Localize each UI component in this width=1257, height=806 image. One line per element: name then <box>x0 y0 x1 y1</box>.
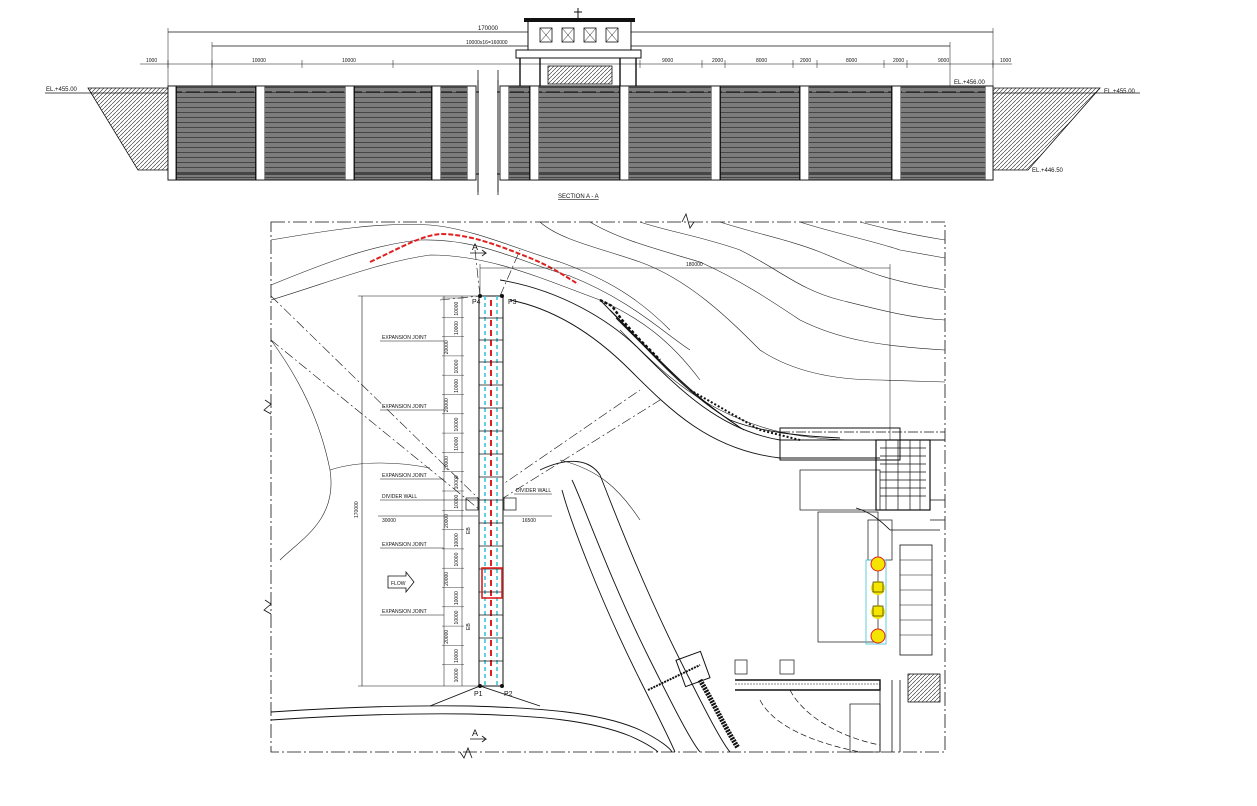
bay-dimension: 10000 <box>454 649 460 663</box>
right-abutment <box>992 87 1101 171</box>
bay-dimension: 10000 <box>454 359 460 373</box>
dim-right-7: 9000 <box>938 58 949 64</box>
el-right-top: EL.+456.00 <box>954 80 986 86</box>
barrage-body-left <box>167 85 477 181</box>
bay-dimension: 10000 <box>454 668 460 682</box>
powerhouse-area <box>734 427 945 753</box>
top-dimension: 180000 <box>686 262 703 268</box>
expansion-joint-5: EXPANSION JOINT <box>382 609 427 615</box>
left-offset: 30000 <box>382 518 396 524</box>
dim-left-2: 10000 <box>252 58 266 64</box>
bay-dimension: 10000 <box>454 302 460 316</box>
piers <box>167 85 994 181</box>
overall-dimension: 170000 <box>478 26 499 32</box>
bay-dimension: 10000 <box>454 417 460 431</box>
point-p1: P1 <box>474 691 483 698</box>
bay-dimensions: 10000 10000 20000 10000 10000 20000 10000 10000… <box>442 297 464 682</box>
right-offset: 16500 <box>522 518 536 524</box>
flow-arrow: FLOW <box>387 570 415 594</box>
bay-dimension: 10000 <box>454 610 460 624</box>
point-p3: P3 <box>508 299 517 306</box>
section-title: SECTION A - A <box>558 194 599 200</box>
dim-right-2: 2000 <box>712 58 723 64</box>
left-abutment <box>87 87 169 171</box>
barrage-plan <box>465 295 517 687</box>
bottom-road <box>270 685 673 753</box>
dim-left-1: 1000 <box>146 58 157 64</box>
bay-dimension: 10000 <box>454 321 460 335</box>
bay-dimension: 20000 <box>444 340 450 354</box>
red-alignment <box>369 232 579 285</box>
bay-dimension: 10000 <box>454 533 460 547</box>
highlight-markers <box>865 556 887 645</box>
gates-dimension: 10000x16=160000 <box>466 40 508 46</box>
bay-dimension: 10000 <box>454 552 460 566</box>
bay-dimension: 10000 <box>454 475 460 489</box>
section-elevation: 170000 10000x16=160000 1000 10000 10000 … <box>45 8 1140 200</box>
plan-view: A A 180000 <box>263 212 946 759</box>
bay-dimension: 10000 <box>454 437 460 451</box>
control-house <box>515 8 642 86</box>
eb-label-2: EB <box>466 623 472 630</box>
bay-dimension: 20000 <box>444 514 450 528</box>
expansion-joint-3: EXPANSION JOINT <box>382 473 427 479</box>
diversion-channel <box>539 460 731 753</box>
divider-wall-right: DIVIDER WALL <box>516 488 551 494</box>
point-p2: P2 <box>504 691 513 698</box>
guide-lines <box>270 249 661 511</box>
section-marker-top: A <box>472 242 478 252</box>
dim-right-5: 8000 <box>846 58 857 64</box>
barrage-body-right <box>499 85 994 181</box>
dim-right-1: 9000 <box>662 58 673 64</box>
dim-right-6: 2000 <box>893 58 904 64</box>
expansion-joint-4: EXPANSION JOINT <box>382 542 427 548</box>
el-right-side: EL.+455.00 <box>1104 89 1136 95</box>
bay-dimension: 20000 <box>444 630 450 644</box>
expansion-joint-labels: EXPANSION JOINT EXPANSION JOINT EXPANSIO… <box>380 335 444 616</box>
bay-dimension: 10000 <box>454 591 460 605</box>
dim-right-3: 8000 <box>756 58 767 64</box>
section-marker-bottom: A <box>472 728 478 738</box>
river-channel <box>499 279 945 459</box>
point-p4: P4 <box>472 299 481 306</box>
bay-dimension: 10000 <box>454 495 460 509</box>
flow-label: FLOW <box>391 581 406 587</box>
bay-dimension: 10000 <box>454 379 460 393</box>
bay-dimension: 20000 <box>444 572 450 586</box>
contour-lines <box>270 221 946 561</box>
el-left: EL.+455.00 <box>46 87 78 93</box>
eb-label-1: EB <box>466 527 472 534</box>
dim-left-3: 10000 <box>342 58 356 64</box>
expansion-joint-1: EXPANSION JOINT <box>382 335 427 341</box>
bay-dimension: 20000 <box>444 456 450 470</box>
dim-right-4: 2000 <box>800 58 811 64</box>
bay-dimension: 20000 <box>444 398 450 412</box>
plan-frame <box>270 221 946 753</box>
expansion-joint-2: EXPANSION JOINT <box>382 404 427 410</box>
divider-wall-left: DIVIDER WALL <box>382 494 417 500</box>
total-length: 170000 <box>354 501 360 518</box>
el-bottom: EL.+446.50 <box>1032 168 1064 174</box>
dim-right-8: 1000 <box>1000 58 1011 64</box>
